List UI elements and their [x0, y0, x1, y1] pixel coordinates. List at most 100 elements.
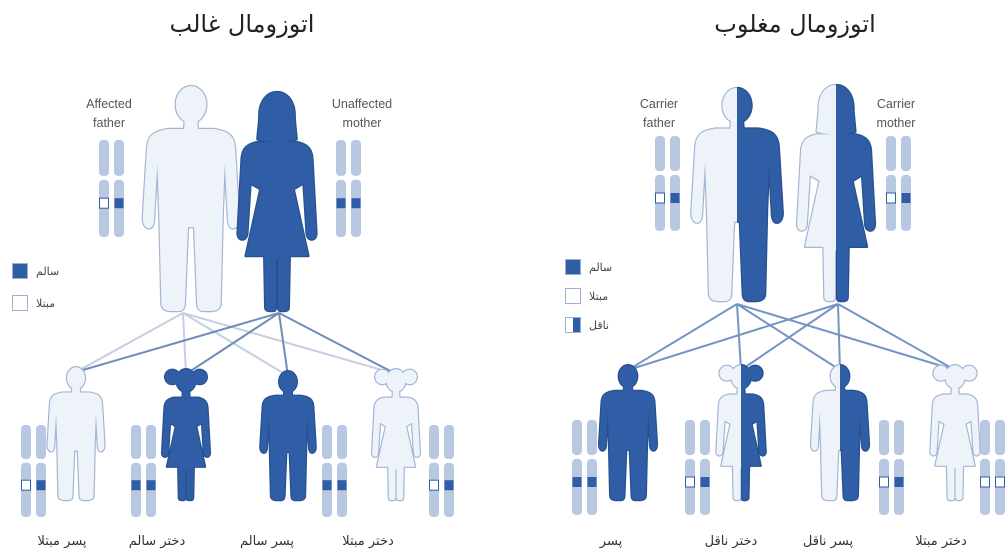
girl-icon — [930, 365, 979, 500]
chromosome — [670, 136, 680, 231]
title-autosomal-dominant: اتوزومال غالب — [112, 10, 372, 38]
allele-band — [352, 198, 361, 208]
inheritance-line — [737, 304, 741, 370]
chromosome-pair — [980, 420, 1005, 515]
mother-figure — [238, 92, 317, 311]
chromosome — [351, 140, 361, 237]
man-icon — [691, 88, 782, 301]
chromosome — [36, 425, 46, 517]
allele-band — [686, 477, 695, 487]
inheritance-line — [279, 313, 396, 374]
child-label: پسر مبتلا — [7, 534, 117, 549]
legend-label: سالم — [589, 261, 612, 274]
label-unaffected-mother: Unaffected mother — [328, 95, 396, 133]
legend-label: مبتلا — [36, 297, 55, 310]
chromosome — [337, 425, 347, 517]
chromosome-pair — [429, 425, 454, 517]
child-label: دختر مبتلا — [313, 534, 423, 549]
legend-swatch — [12, 295, 28, 311]
chromosome — [322, 425, 332, 517]
legend-item-affected: مبتلا — [12, 294, 55, 312]
chromosome — [901, 136, 911, 231]
child-label: دختر مبتلا — [886, 534, 996, 549]
chromosome — [995, 420, 1005, 515]
chromosome-pair — [655, 136, 680, 231]
child-label: دختر ناقل — [676, 534, 786, 549]
child-figure-4 — [372, 369, 420, 500]
inheritance-line — [737, 304, 955, 370]
chromosome-pair — [21, 425, 46, 517]
chromosome-pair — [886, 136, 911, 231]
allele-band — [671, 193, 680, 203]
chromosome — [146, 425, 156, 517]
legend-swatch — [12, 263, 28, 279]
allele-band — [701, 477, 710, 487]
chromosome-pair — [685, 420, 710, 515]
allele-band — [132, 480, 141, 490]
chromosome — [980, 420, 990, 515]
chromosome-pair — [99, 140, 124, 237]
chromosome — [429, 425, 439, 517]
chromosome — [655, 136, 665, 231]
allele-band — [996, 477, 1005, 487]
chromosome-pair — [572, 420, 597, 515]
inheritance-line — [628, 304, 737, 370]
legend-item-carrier: ناقل — [565, 316, 609, 334]
allele-band — [588, 477, 597, 487]
allele-band — [887, 193, 896, 203]
chromosome — [131, 425, 141, 517]
legend-swatch — [565, 259, 581, 275]
legend-label: سالم — [36, 265, 59, 278]
girl-icon — [716, 365, 765, 500]
allele-band — [337, 198, 346, 208]
chromosome — [700, 420, 710, 515]
girl-icon — [162, 369, 210, 500]
inheritance-line — [838, 304, 840, 370]
allele-band — [445, 480, 454, 490]
allele-band — [338, 480, 347, 490]
child-figure-3 — [811, 365, 869, 500]
child-figure-3 — [260, 371, 315, 500]
child-label: پسر — [556, 534, 666, 549]
boy-icon — [811, 365, 869, 500]
father-figure — [143, 86, 239, 311]
inheritance-line — [279, 313, 288, 376]
allele-band — [115, 198, 124, 208]
allele-band — [895, 477, 904, 487]
chromosome — [685, 420, 695, 515]
chromosome — [587, 420, 597, 515]
chromosome — [894, 420, 904, 515]
chromosome — [21, 425, 31, 517]
inheritance-lines — [76, 304, 955, 376]
chromosome — [99, 140, 109, 237]
man-icon — [143, 86, 239, 311]
chromosome — [572, 420, 582, 515]
inheritance-line — [838, 304, 955, 370]
allele-band — [981, 477, 990, 487]
legend-swatch — [565, 288, 581, 304]
inheritance-line — [76, 313, 183, 372]
allele-band — [573, 477, 582, 487]
legend-label: ناقل — [589, 319, 609, 332]
boy-icon — [599, 365, 657, 500]
family-figures — [48, 85, 980, 500]
legend-item-affected: مبتلا — [565, 287, 608, 305]
inheritance-line — [183, 313, 186, 374]
chromosome-pair — [131, 425, 156, 517]
legend-swatch — [565, 317, 581, 333]
child-label: پسر ناقل — [773, 534, 883, 549]
boy-icon — [260, 371, 315, 500]
chromosome-pair — [322, 425, 347, 517]
child-figure-4 — [930, 365, 979, 500]
inheritance-line — [183, 313, 396, 374]
allele-band — [902, 193, 911, 203]
father-figure — [691, 88, 782, 301]
child-label: دختر سالم — [102, 534, 212, 549]
inheritance-line — [76, 313, 279, 372]
legend-item-healthy: سالم — [565, 258, 612, 276]
allele-band — [430, 480, 439, 490]
chromosome — [444, 425, 454, 517]
label-carrier-mother: Carrier mother — [862, 95, 930, 133]
